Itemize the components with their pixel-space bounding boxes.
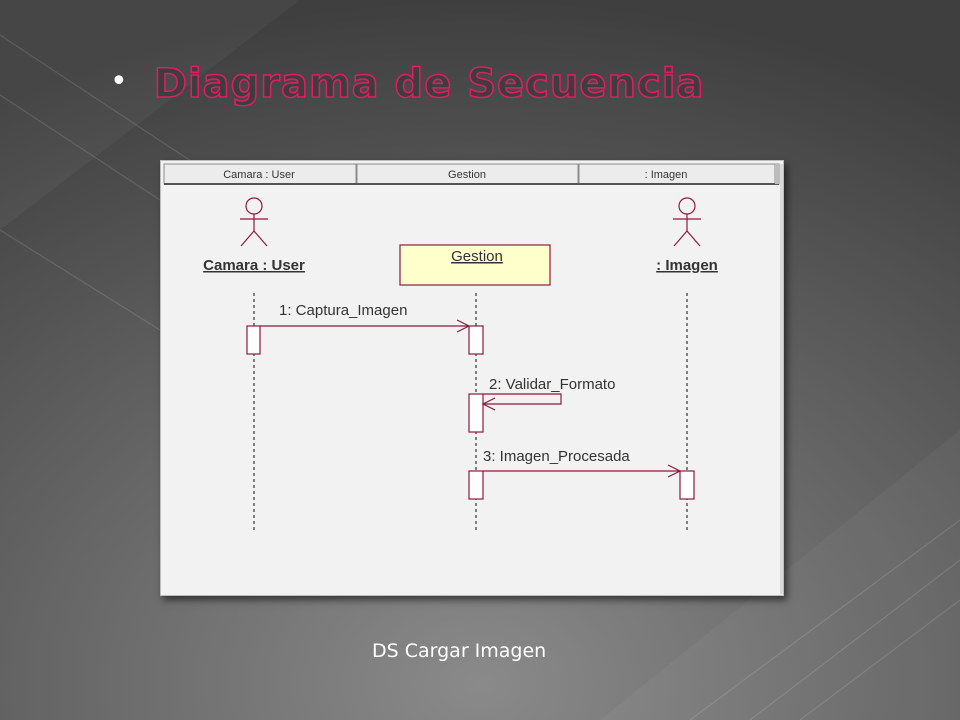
actor-label-imagen[interactable]: : Imagen (656, 257, 718, 274)
slide-title: Diagrama de Secuencia (153, 60, 705, 108)
message-arrow-1[interactable] (260, 319, 471, 333)
message-arrow-2[interactable] (481, 393, 562, 411)
activation-bar-gestion-3 (468, 470, 484, 500)
sequence-diagram-image: Camara : User Gestion : Imagen Camara : … (160, 160, 784, 596)
slide-caption: DS Cargar Imagen (372, 640, 547, 662)
activation-bar-imagen (679, 470, 695, 500)
actor-label-user[interactable]: Camara : User (203, 257, 305, 274)
message-arrow-3[interactable] (483, 464, 682, 478)
bullet-icon: • (110, 64, 128, 99)
activation-bar-gestion-1 (468, 325, 484, 355)
message-label-3: 3: Imagen_Procesada (483, 448, 630, 465)
sequence-diagram-canvas: Camara : User Gestion : Imagen Camara : … (163, 163, 783, 594)
title-row: • Diagrama de Secuencia (110, 52, 704, 116)
object-label-gestion: Gestion (451, 248, 503, 265)
activation-bar-gestion-2 (468, 393, 484, 433)
header-label-imagen: : Imagen (645, 169, 688, 181)
activation-bar-user (246, 325, 261, 355)
object-box-gestion[interactable] (399, 244, 551, 286)
stick-figure-icon (673, 197, 701, 247)
header-label-gestion: Gestion (448, 169, 486, 181)
stick-figure-icon (240, 197, 268, 247)
message-label-1: 1: Captura_Imagen (279, 302, 407, 319)
message-label-2: 2: Validar_Formato (489, 376, 615, 393)
header-label-user: Camara : User (223, 169, 295, 181)
